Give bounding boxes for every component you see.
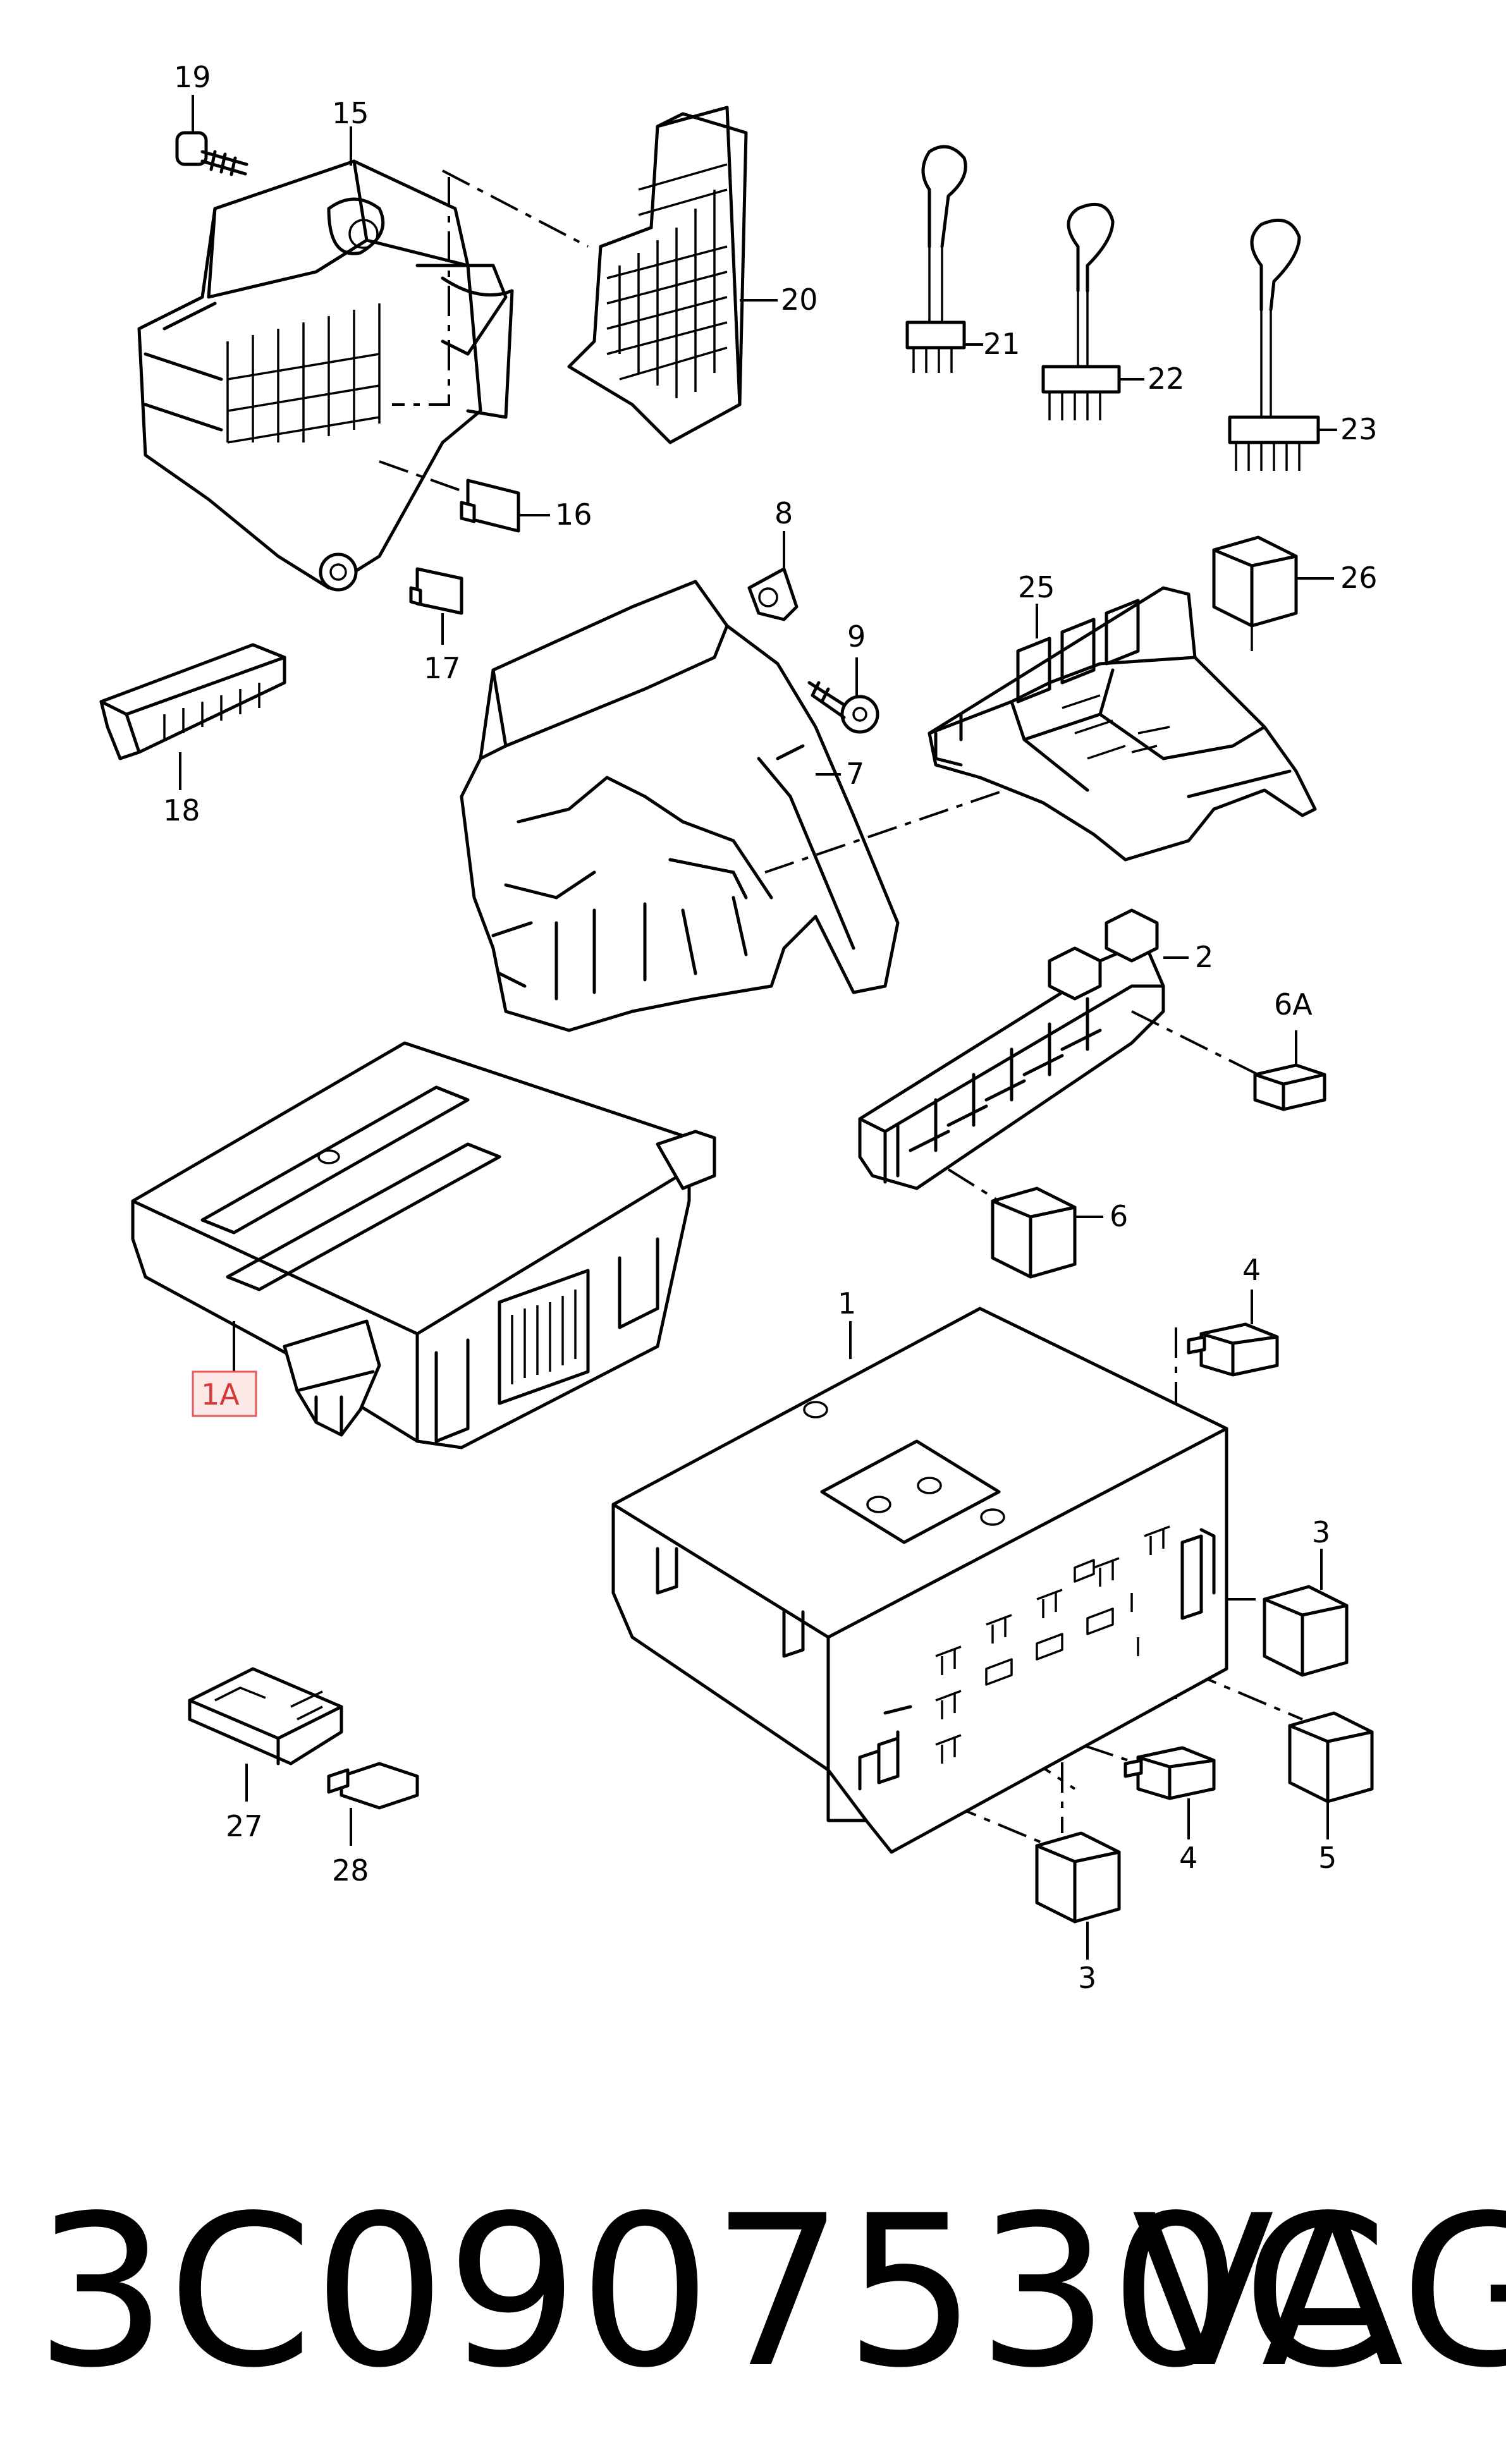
part-8-clip xyxy=(747,531,799,621)
callout-1: 1 xyxy=(838,1286,856,1320)
part-6-relay xyxy=(947,1168,1103,1279)
callout-18: 18 xyxy=(163,793,200,827)
callout-3-top: 3 xyxy=(1312,1515,1330,1549)
part-20-fuse-cover xyxy=(567,106,778,444)
part-16-fuse xyxy=(379,460,550,533)
part-4-fuse-bottom xyxy=(1123,1746,1216,1839)
part-3-relay-bottom xyxy=(1035,1831,1121,1960)
part-22-connector-lead xyxy=(1041,202,1144,420)
callout-28: 28 xyxy=(332,1853,369,1888)
cover-20-grid xyxy=(606,163,728,398)
part-23-connector-lead xyxy=(1228,218,1337,471)
callout-22: 22 xyxy=(1148,362,1185,396)
part-28-fuse xyxy=(327,1762,419,1846)
callout-5: 5 xyxy=(1318,1841,1337,1875)
part-17-fuse xyxy=(409,567,463,645)
part-26-relay xyxy=(1212,535,1334,651)
callout-7: 7 xyxy=(846,757,864,791)
callout-20: 20 xyxy=(781,283,818,317)
assembly-line-15-20 xyxy=(442,169,589,248)
part-6A-fuse xyxy=(1253,1030,1326,1111)
brand-label: VAG xyxy=(1132,2171,1506,2413)
callout-27: 27 xyxy=(226,1809,263,1843)
part-19-screw xyxy=(175,95,248,176)
part-9-bolt xyxy=(807,657,879,734)
assembly-line-15-20b xyxy=(392,177,450,406)
callout-1A-highlight: 1A xyxy=(192,1370,257,1417)
callout-1A: 1A xyxy=(201,1377,240,1412)
callout-26: 26 xyxy=(1340,561,1378,595)
callout-labels: 19 15 20 21 22 23 16 8 25 26 9 17 7 18 2… xyxy=(163,60,1378,1995)
part-3-relay-top xyxy=(1263,1549,1349,1677)
callout-8: 8 xyxy=(774,496,793,530)
part-15-fuse-holder-housing xyxy=(137,126,514,592)
callout-23: 23 xyxy=(1340,412,1378,446)
part-5-relay xyxy=(1288,1711,1374,1839)
part-1A-control-unit xyxy=(131,1041,716,1449)
callout-15: 15 xyxy=(332,96,369,130)
assembly-line-2-6A xyxy=(1131,1010,1259,1076)
part-21-connector-lead xyxy=(905,145,983,373)
part-2-relay-plate xyxy=(858,908,1189,1190)
callout-6A: 6A xyxy=(1274,987,1313,1022)
part-1-fuse-relay-box xyxy=(611,1307,1228,1854)
callout-3-bottom: 3 xyxy=(1078,1961,1096,1995)
part-number: 3C0907530C xyxy=(35,2171,1388,2413)
callout-21: 21 xyxy=(983,327,1020,361)
terminal-cluster-1 xyxy=(877,1525,1216,1784)
callout-9: 9 xyxy=(847,619,866,654)
callout-19: 19 xyxy=(174,60,211,94)
callout-4-bottom: 4 xyxy=(1179,1841,1197,1875)
part-27-fuse-holder xyxy=(188,1667,343,1802)
part-7-bracket xyxy=(460,580,900,1032)
callout-6: 6 xyxy=(1110,1199,1128,1233)
callout-25: 25 xyxy=(1018,570,1055,604)
part-25-relay-carrier xyxy=(927,586,1317,862)
callout-16: 16 xyxy=(555,497,592,532)
callout-17: 17 xyxy=(424,651,461,685)
part-4-fuse-top xyxy=(1187,1290,1279,1377)
callout-2: 2 xyxy=(1195,940,1213,974)
fuse-slots-15 xyxy=(226,303,381,444)
callout-1A-box xyxy=(192,1370,257,1417)
part-18-fuse-puller xyxy=(99,643,286,790)
callout-4-top: 4 xyxy=(1242,1253,1261,1287)
assembly-line-7-25 xyxy=(764,789,1006,874)
